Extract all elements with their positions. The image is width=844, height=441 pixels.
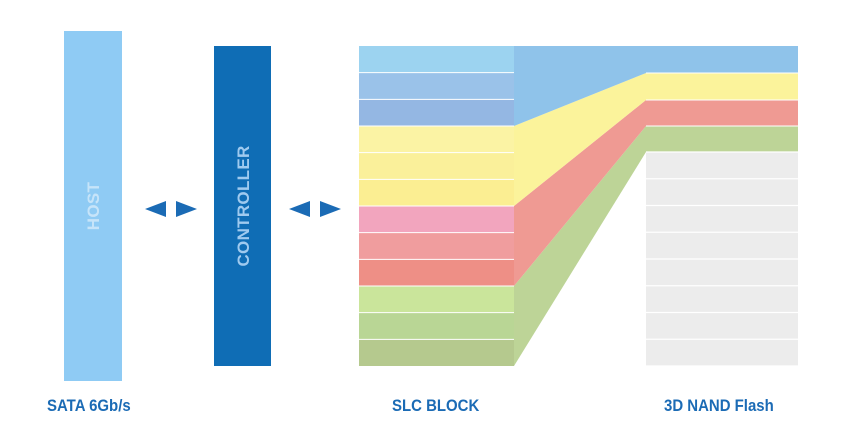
slc-cell: [359, 286, 514, 313]
slc-cell: [359, 259, 514, 286]
nand-cell: [646, 285, 798, 313]
flow-band-green: [514, 126, 646, 366]
slc-block-stack: [359, 46, 514, 366]
slc-block-caption: SLC BLOCK: [392, 396, 480, 415]
flow-band-yellow: [514, 73, 646, 206]
nand-colored-layer: [646, 100, 798, 126]
bidirectional-arrow-icon: [145, 201, 197, 217]
nand-cell: [646, 312, 798, 340]
slc-cell: [359, 46, 514, 73]
bidirectional-arrow-icon: [289, 201, 341, 217]
slc-cell: [359, 99, 514, 126]
controller-label: CONTROLLER: [234, 145, 253, 266]
nand-colored-layer: [646, 126, 798, 152]
nand-cell: [646, 232, 798, 259]
nand-cell: [646, 152, 798, 179]
slc-cell: [359, 72, 514, 100]
slc-cell: [359, 312, 514, 340]
interface-caption: SATA 6Gb/s: [47, 396, 131, 415]
flow-band-red: [514, 100, 646, 286]
slc-cell: [359, 152, 514, 180]
nand-cell: [646, 339, 798, 366]
host-block: [64, 31, 122, 381]
slc-cell: [359, 179, 514, 206]
nand-colored-layer: [646, 73, 798, 100]
slc-cell: [359, 232, 514, 260]
host-label: HOST: [84, 181, 103, 230]
nand-cell: [646, 259, 798, 286]
slc-cell: [359, 339, 514, 366]
nand-colored-layer: [646, 46, 798, 73]
nand-flash-stack: [646, 46, 798, 367]
controller-block: [214, 46, 271, 366]
nand-caption: 3D NAND Flash: [664, 396, 774, 415]
slc-cell: [359, 206, 514, 233]
slc-cell: [359, 126, 514, 153]
nand-cell: [646, 205, 798, 233]
nand-cell: [646, 178, 798, 206]
